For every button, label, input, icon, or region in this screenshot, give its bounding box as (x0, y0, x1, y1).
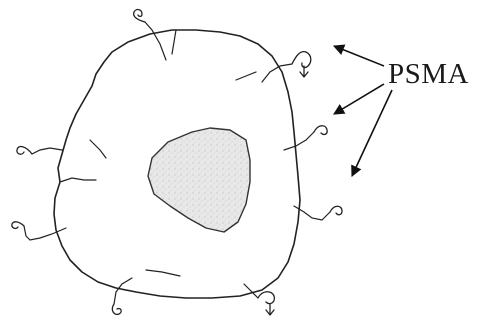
receptor-left-inner (60, 178, 96, 182)
arrow-1 (334, 46, 384, 66)
receptor-lower-right (244, 284, 274, 315)
arrow-2 (334, 84, 384, 114)
psma-label: PSMA (388, 58, 469, 91)
receptor-right-2 (294, 206, 342, 220)
receptor-inner-4 (172, 30, 176, 54)
nucleus (148, 128, 250, 232)
receptor-inner-1 (90, 140, 106, 158)
receptor-bottom (112, 278, 132, 314)
receptor-inner-3 (236, 72, 256, 80)
receptor-inner-2 (146, 270, 180, 276)
receptor-right-1 (284, 126, 327, 150)
arrow-3 (352, 90, 392, 176)
receptor-upper-right (262, 52, 311, 82)
receptor-left (17, 147, 62, 155)
